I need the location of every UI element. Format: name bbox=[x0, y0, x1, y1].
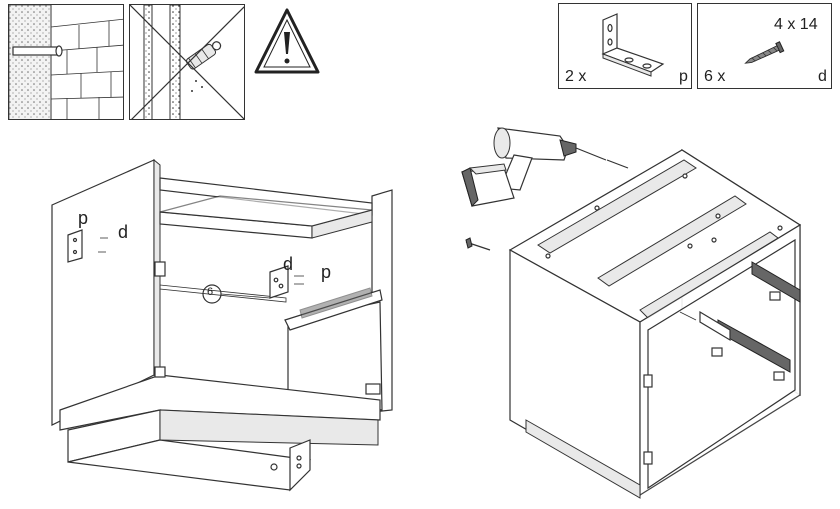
brick-wall-icon bbox=[9, 5, 123, 119]
bracket-code: p bbox=[679, 68, 688, 85]
screw-size: 4 x 14 bbox=[774, 16, 818, 33]
warning-triangle-icon bbox=[254, 8, 320, 74]
left-callout-d: d bbox=[118, 222, 129, 242]
bracket-quantity: 2 x bbox=[565, 68, 587, 85]
wall-type-solid-panel bbox=[8, 4, 124, 120]
wall-type-hollow-panel bbox=[129, 4, 245, 120]
crossed-out-plasterboard-icon bbox=[130, 5, 244, 119]
screw-icon bbox=[744, 41, 785, 64]
screw-code: d bbox=[818, 68, 827, 85]
mid-callout-p: p bbox=[321, 262, 332, 282]
step-number: 6 bbox=[207, 286, 214, 298]
left-callout-p: p bbox=[78, 208, 89, 228]
hardware-box-bracket: 2 x p bbox=[558, 3, 692, 89]
screw-quantity: 6 x bbox=[704, 68, 726, 85]
hardware-box-screw: 4 x 14 6 x d bbox=[697, 3, 832, 89]
mid-callout-d: d bbox=[283, 254, 294, 274]
angle-bracket-icon bbox=[601, 13, 665, 77]
